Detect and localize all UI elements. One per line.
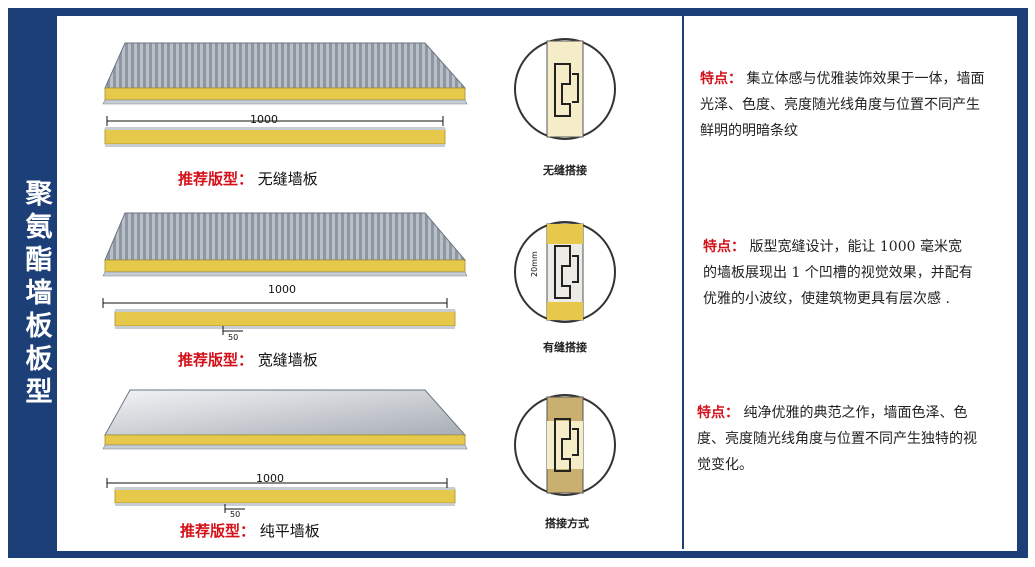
column-divider	[682, 14, 684, 549]
feature-body: 版型宽缝设计，能让 1000 毫米宽的墙板展现出 1 个凹槽的视觉效果，并配有优…	[703, 239, 973, 307]
groove-dimension: 50	[228, 333, 239, 342]
caption-name: 纯平墙板	[259, 522, 320, 540]
feature-text: 特点： 纯净优雅的典范之作，墙面色泽、色度、亮度随光线角度与位置不同产生独特的视…	[697, 400, 987, 478]
side-title-char: 板	[25, 311, 53, 342]
feature-tag: 特点：	[697, 405, 739, 421]
feature-tag: 特点：	[700, 71, 742, 87]
joint-diagram-seamless	[514, 38, 616, 140]
side-title-char: 板	[25, 344, 53, 375]
joint-label: 有缝搭接	[543, 341, 587, 354]
side-title-char: 聚	[25, 179, 53, 210]
joint-label: 搭接方式	[545, 517, 589, 530]
panel-illustration-flat	[102, 389, 468, 513]
panel-caption: 推荐版型： 纯平墙板	[180, 520, 320, 541]
side-title-char: 型	[25, 377, 53, 408]
feature-body: 纯净优雅的典范之作，墙面色泽、色度、亮度随光线角度与位置不同产生独特的视觉变化。	[697, 405, 977, 473]
joint-diagram-groove	[514, 221, 616, 323]
feature-text: 特点： 集立体感与优雅装饰效果于一体，墙面光泽、色度、亮度随光线角度与位置不同产…	[700, 66, 990, 144]
panel-caption: 推荐版型： 无缝墙板	[178, 168, 318, 189]
panel-caption: 推荐版型： 宽缝墙板	[178, 349, 318, 370]
feature-text: 特点： 版型宽缝设计，能让 1000 毫米宽的墙板展现出 1 个凹槽的视觉效果，…	[703, 234, 975, 312]
joint-dimension: 20mm	[530, 251, 539, 277]
side-title-char: 氨	[25, 212, 53, 243]
feature-body: 集立体感与优雅装饰效果于一体，墙面光泽、色度、亮度随光线角度与位置不同产生鲜明的…	[700, 71, 985, 139]
caption-name: 宽缝墙板	[257, 351, 318, 369]
panel-illustration-seamless	[102, 42, 468, 147]
side-title: 聚 氨 酯 墙 板 板 型	[16, 178, 62, 409]
feature-tag: 特点：	[703, 239, 745, 255]
caption-name: 无缝墙板	[257, 170, 318, 188]
width-dimension: 1000	[256, 472, 284, 485]
width-dimension: 1000	[250, 113, 278, 126]
side-title-char: 墙	[25, 278, 53, 309]
side-title-char: 酯	[25, 245, 53, 276]
caption-tag: 推荐版型：	[178, 170, 254, 188]
joint-label: 无缝搭接	[543, 164, 587, 177]
caption-tag: 推荐版型：	[180, 522, 256, 540]
width-dimension: 1000	[268, 283, 296, 296]
joint-diagram-lap	[514, 394, 616, 496]
groove-dimension: 50	[230, 510, 241, 519]
panel-illustration-wide-groove	[102, 212, 468, 335]
caption-tag: 推荐版型：	[178, 351, 254, 369]
